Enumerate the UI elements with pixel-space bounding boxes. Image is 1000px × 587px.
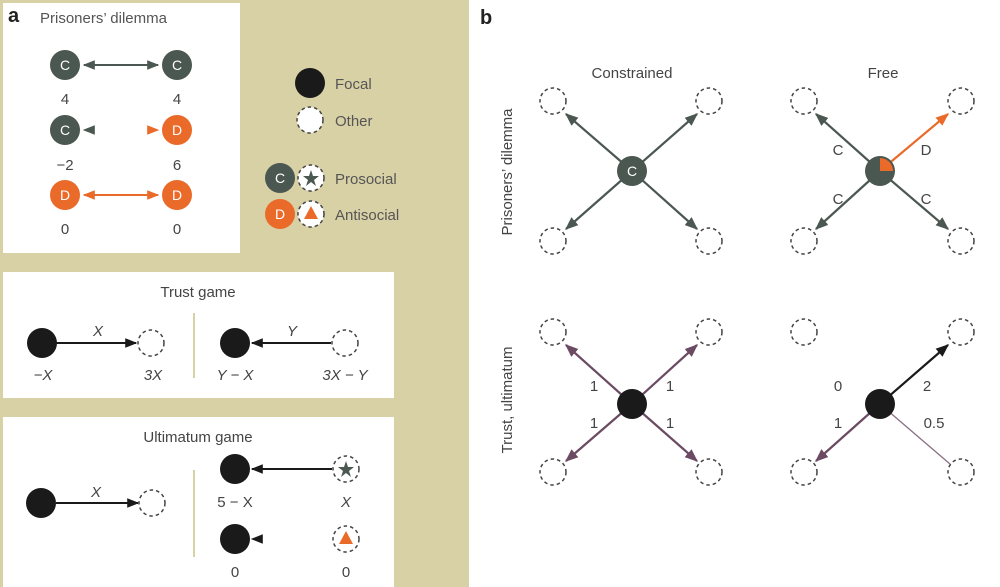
legend-antisocial: Antisocial: [335, 207, 399, 224]
prisoners-dilemma-box: a Prisoners’ dilemma C C 4 4 C D −2 6 D …: [3, 3, 240, 253]
antisocial-d-icon: [265, 199, 295, 229]
column-constrained: Constrained: [592, 65, 673, 82]
edge-label: 0: [834, 378, 842, 395]
edge-label: 1: [666, 415, 674, 432]
edge-label: 1: [666, 378, 674, 395]
edge-label: 1: [590, 378, 598, 395]
focal-node: [617, 389, 647, 419]
node-letter: C: [60, 122, 70, 138]
arrow-label: Y: [287, 323, 298, 340]
legend-focal: Focal: [335, 76, 372, 93]
triangle-icon: [339, 531, 353, 544]
legend-prosocial: Prosocial: [335, 171, 397, 188]
node-letter: C: [172, 57, 182, 73]
payoff: 0: [342, 564, 350, 581]
payoff: 0: [61, 221, 69, 238]
triangle-icon: [304, 206, 318, 219]
node-letter: C: [60, 57, 70, 73]
panel-b-label: b: [480, 7, 492, 29]
payoff: −X: [34, 367, 54, 384]
prosocial-c-icon: [265, 163, 295, 193]
payoff: 5 − X: [217, 494, 252, 511]
defect-node: [50, 180, 80, 210]
cooperate-node: [162, 50, 192, 80]
defect-node: [162, 115, 192, 145]
edge-label: C: [833, 191, 844, 208]
star-icon: [338, 461, 354, 477]
payoff: Y − X: [217, 367, 255, 384]
edge-label: 1: [834, 415, 842, 432]
payoff: 0: [231, 564, 239, 581]
arrow-label: X: [90, 484, 102, 501]
panel-a-label: a: [8, 5, 20, 27]
edge-label: C: [921, 191, 932, 208]
other-node: [138, 489, 166, 517]
node-letter: D: [60, 187, 70, 203]
panel-b: b Constrained Free Prisoners’ dilemma Tr…: [480, 7, 975, 486]
node-letter: D: [172, 122, 182, 138]
payoff: X: [340, 494, 352, 511]
payoff: 3X − Y: [322, 367, 368, 384]
pd-title: Prisoners’ dilemma: [40, 10, 168, 27]
other-node: [331, 329, 359, 357]
payoff: 0: [173, 221, 181, 238]
other-legend-icon: [296, 106, 324, 134]
legend-other: Other: [335, 113, 373, 130]
edge-label: D: [921, 142, 932, 159]
focal-node: [27, 328, 57, 358]
focal-node: [220, 454, 250, 484]
focal-node: [220, 328, 250, 358]
ultimatum-title: Ultimatum game: [143, 429, 252, 446]
payoff: 4: [173, 91, 181, 108]
node-letter: C: [627, 163, 637, 179]
node-letter: D: [172, 187, 182, 203]
row-prisoners-dilemma: Prisoners’ dilemma: [499, 108, 516, 236]
payoff: 6: [173, 157, 181, 174]
defect-wedge: [880, 158, 893, 171]
edge-label: C: [833, 142, 844, 159]
ultimatum-game-box: Ultimatum game X 5 − X X 0 0: [3, 417, 394, 587]
edge-label: 0.5: [924, 415, 945, 432]
star-icon: [303, 170, 319, 186]
column-free: Free: [868, 65, 899, 82]
node-letter: D: [275, 206, 285, 222]
row-trust-ultimatum: Trust, ultimatum: [499, 347, 516, 454]
legend: Focal Other C Prosocial D Antisocial: [265, 68, 399, 229]
arrow-label: X: [92, 323, 104, 340]
trust-game-box: Trust game X −X 3X Y Y − X 3X − Y: [3, 272, 394, 398]
cooperate-focal-node: [617, 156, 647, 186]
edge-label: 2: [923, 378, 931, 395]
edge-label: 1: [590, 415, 598, 432]
trust-title: Trust game: [160, 284, 235, 301]
focal-legend-icon: [295, 68, 325, 98]
focal-node: [865, 389, 895, 419]
focal-node: [220, 524, 250, 554]
payoff: −2: [56, 157, 73, 174]
other-node: [137, 329, 165, 357]
defect-node: [162, 180, 192, 210]
node-letter: C: [275, 170, 285, 186]
cooperate-node: [50, 50, 80, 80]
focal-node: [26, 488, 56, 518]
cooperate-node: [50, 115, 80, 145]
payoff: 4: [61, 91, 69, 108]
payoff: 3X: [144, 367, 163, 384]
